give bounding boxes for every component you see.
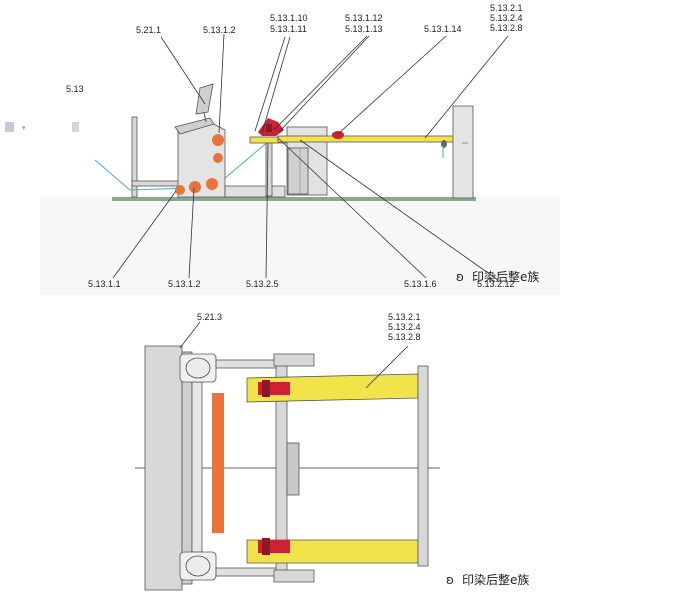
callout-5-21-1: 5.21.1 [136, 25, 161, 35]
screen-arm [203, 111, 207, 123]
end-bar [417, 365, 429, 567]
gripper-detail [266, 124, 272, 132]
wechat-icon: ʚ [446, 573, 454, 587]
console-top [174, 117, 215, 135]
floor [112, 197, 476, 201]
watermark-bottom: 印染后整e族 [462, 572, 529, 587]
roller-orange [189, 181, 201, 193]
roller-orange [213, 153, 223, 163]
leader-line [261, 36, 291, 134]
leader-line [424, 35, 509, 139]
callout-5-13-2-4: 5.13.2.4 [388, 322, 421, 332]
callout-5-13-1-2-top: 5.13.1.2 [203, 25, 236, 35]
callout-5-13-2-8: 5.13.2.8 [388, 332, 421, 342]
frame-post [131, 116, 138, 198]
cross-rail-top [215, 359, 277, 369]
roller-end-cap [185, 555, 211, 577]
callout-5-13-2-8-top: 5.13.2.8 [490, 23, 523, 33]
callout-5-13-1-11: 5.13.1.11 [270, 24, 307, 34]
stray-label: 5.13 [66, 84, 84, 94]
leader-line [179, 321, 201, 349]
leader-line [188, 187, 195, 279]
leader-line [277, 137, 427, 279]
leader-line [160, 36, 206, 105]
end-frame [452, 105, 474, 199]
callout-5-13-2-12: 5.13.2.12 [477, 279, 515, 289]
callout-5-13-1-12: 5.13.1.12 [345, 13, 383, 23]
leader-line [254, 36, 286, 132]
roller-orange [212, 134, 224, 146]
roller-orange [175, 185, 185, 195]
support-column [265, 137, 273, 197]
callout-5-13-2-4-top: 5.13.2.4 [490, 13, 523, 23]
rail-end-stop [441, 140, 447, 148]
leader-line [273, 35, 368, 131]
wechat-icon: ʚ [456, 270, 464, 284]
callout-5-13-1-13: 5.13.1.13 [345, 24, 383, 34]
inner-panel [191, 381, 203, 553]
cross-rail-bottom [215, 567, 277, 577]
beam-cap-bottom [273, 569, 315, 583]
leader-line [365, 345, 409, 389]
callout-5-21-3: 5.21.3 [197, 312, 222, 322]
callout-5-13-1-6: 5.13.1.6 [404, 279, 437, 289]
side-elevation-view: 5.21.1 5.13.1.2 5.13.1.10 5.13.1.11 5.13… [40, 3, 560, 295]
leader-line [218, 33, 225, 134]
display-screen [195, 83, 214, 115]
roller-end-cap [185, 357, 211, 379]
plan-view: 5.21.3 5.13.2.1 5.13.2.4 5.13.2.8 ʚ 印染后整… [135, 312, 529, 591]
beam-block [286, 442, 300, 496]
long-rail [277, 135, 459, 143]
callout-5-13-1-14: 5.13.1.14 [424, 24, 462, 34]
chevron-down-icon: ▾ [22, 125, 26, 132]
base-block [224, 185, 286, 198]
housing-panel [287, 147, 309, 195]
beam-cap-top [273, 353, 315, 367]
top-view-background [40, 195, 560, 295]
leader-line [112, 190, 177, 279]
gripper-top-detail [262, 380, 270, 397]
callout-5-13-1-1: 5.13.1.1 [88, 279, 121, 289]
leader-line [265, 142, 269, 279]
doc-icon [5, 122, 14, 132]
watermark-top: 印染后整e族 [472, 269, 539, 284]
callout-5-13-2-5: 5.13.2.5 [246, 279, 279, 289]
roller-orange [206, 178, 218, 190]
gripper-bottom-detail [262, 538, 270, 555]
list-icon [72, 122, 79, 132]
leader-line [299, 139, 499, 281]
callout-5-13-1-10: 5.13.1.10 [270, 13, 308, 23]
rail-clamp [332, 131, 344, 139]
callout-5-13-2-1: 5.13.2.1 [388, 312, 421, 322]
housing-side [181, 351, 193, 585]
leader-line [278, 35, 370, 133]
orange-roller [212, 393, 224, 533]
callout-5-13-1-2-bottom: 5.13.1.2 [168, 279, 201, 289]
leader-line [337, 35, 447, 135]
callout-5-13-2-1-top: 5.13.2.1 [490, 3, 523, 13]
main-housing [144, 345, 183, 591]
